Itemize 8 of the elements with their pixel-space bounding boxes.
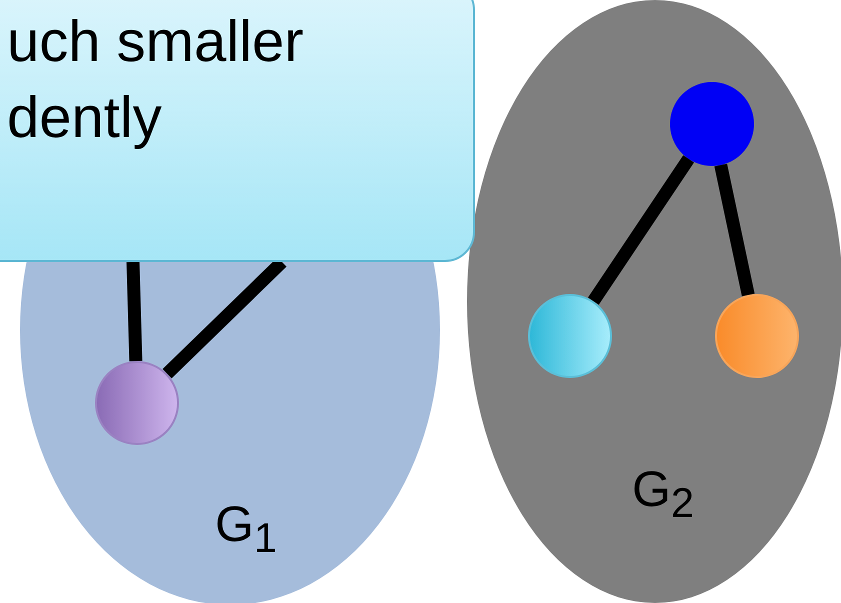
connector-line	[714, 164, 755, 296]
group-ellipse	[467, 0, 841, 603]
group-label: G$_{2}$	[632, 460, 694, 527]
callout-tooltip	[0, 0, 475, 262]
group-label: G$_{1}$	[215, 495, 278, 562]
connector-line	[588, 155, 694, 305]
callout-text: uch smaller dently	[7, 8, 305, 152]
connector-line	[126, 262, 142, 362]
